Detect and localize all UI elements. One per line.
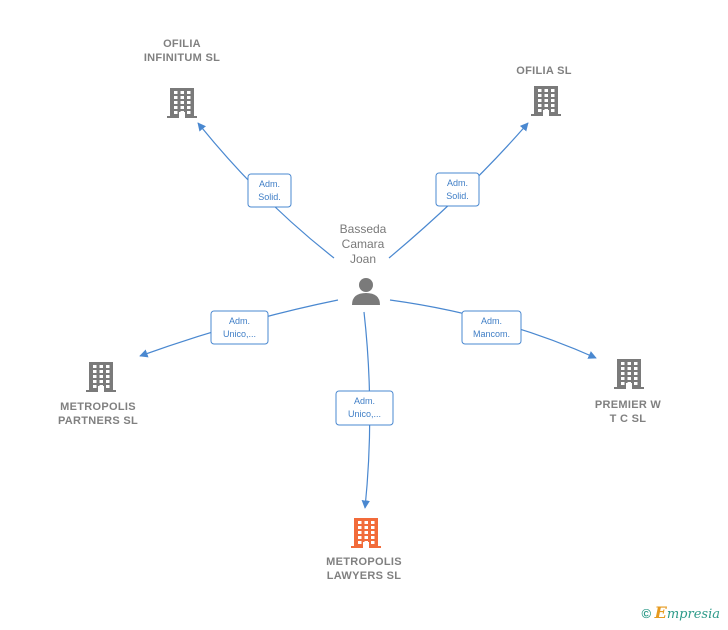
edge-label-line: Solid. <box>446 191 469 201</box>
company-name[interactable]: LAWYERS SL <box>327 570 402 582</box>
edge-label-metropolis-partners[interactable]: Adm. Unico,... <box>210 310 269 345</box>
edge-label-line: Adm. <box>481 316 502 326</box>
person-icon <box>352 278 380 305</box>
edge-label-box[interactable] <box>210 310 269 345</box>
company-node-ofilia[interactable]: OFILIA SL <box>516 65 571 116</box>
company-name[interactable]: METROPOLIS <box>60 401 136 413</box>
edge-label-premier-wtc[interactable]: Adm. Mancom. <box>461 310 522 345</box>
brand-initial: E <box>654 603 667 622</box>
building-icon <box>531 86 561 116</box>
building-icon <box>351 518 381 548</box>
company-name[interactable]: INFINITUM SL <box>144 52 220 64</box>
company-name[interactable]: PREMIER W <box>595 399 662 411</box>
edge-label-metropolis-lawyers[interactable]: Adm. Unico,... <box>335 390 394 426</box>
company-name[interactable]: PARTNERS SL <box>58 415 138 427</box>
building-icon <box>614 359 644 389</box>
company-name[interactable]: T C SL <box>610 413 647 425</box>
edge-label-line: Adm. <box>447 178 468 188</box>
copyright-symbol: © <box>641 606 652 621</box>
building-icon <box>86 362 116 392</box>
edge-label-line: Unico,... <box>348 409 381 419</box>
company-name[interactable]: OFILIA <box>163 38 201 50</box>
company-name[interactable]: METROPOLIS <box>326 556 402 568</box>
person-name[interactable]: Basseda <box>340 222 387 236</box>
empresia-brand[interactable]: © Empresia <box>641 603 720 622</box>
company-node-metropolis-lawyers[interactable]: METROPOLIS LAWYERS SL <box>326 518 402 582</box>
edge-label-line: Solid. <box>258 192 281 202</box>
brand-name: mpresia <box>666 607 720 622</box>
company-node-metropolis-partners[interactable]: METROPOLIS PARTNERS SL <box>58 362 138 427</box>
edge-label-box[interactable] <box>461 310 522 345</box>
edge-label-line: Unico,... <box>223 329 256 339</box>
company-node-premier-wtc[interactable]: PREMIER W T C SL <box>595 359 662 425</box>
edge-label-box[interactable] <box>247 173 292 208</box>
edge-label-ofilia-infinitum[interactable]: Adm. Solid. <box>247 173 292 208</box>
person-name[interactable]: Camara <box>342 237 385 251</box>
company-name[interactable]: OFILIA SL <box>516 65 571 77</box>
edge-label-ofilia[interactable]: Adm. Solid. <box>435 172 480 207</box>
company-node-ofilia-infinitum[interactable]: OFILIA INFINITUM SL <box>144 38 220 118</box>
edge-label-line: Adm. <box>259 179 280 189</box>
edge-label-line: Adm. <box>354 396 375 406</box>
person-name[interactable]: Joan <box>350 252 376 266</box>
edge-label-box[interactable] <box>335 390 394 426</box>
edge-label-line: Mancom. <box>473 329 510 339</box>
building-icon <box>167 88 197 118</box>
edge-label-box[interactable] <box>435 172 480 207</box>
edge-label-line: Adm. <box>229 316 250 326</box>
